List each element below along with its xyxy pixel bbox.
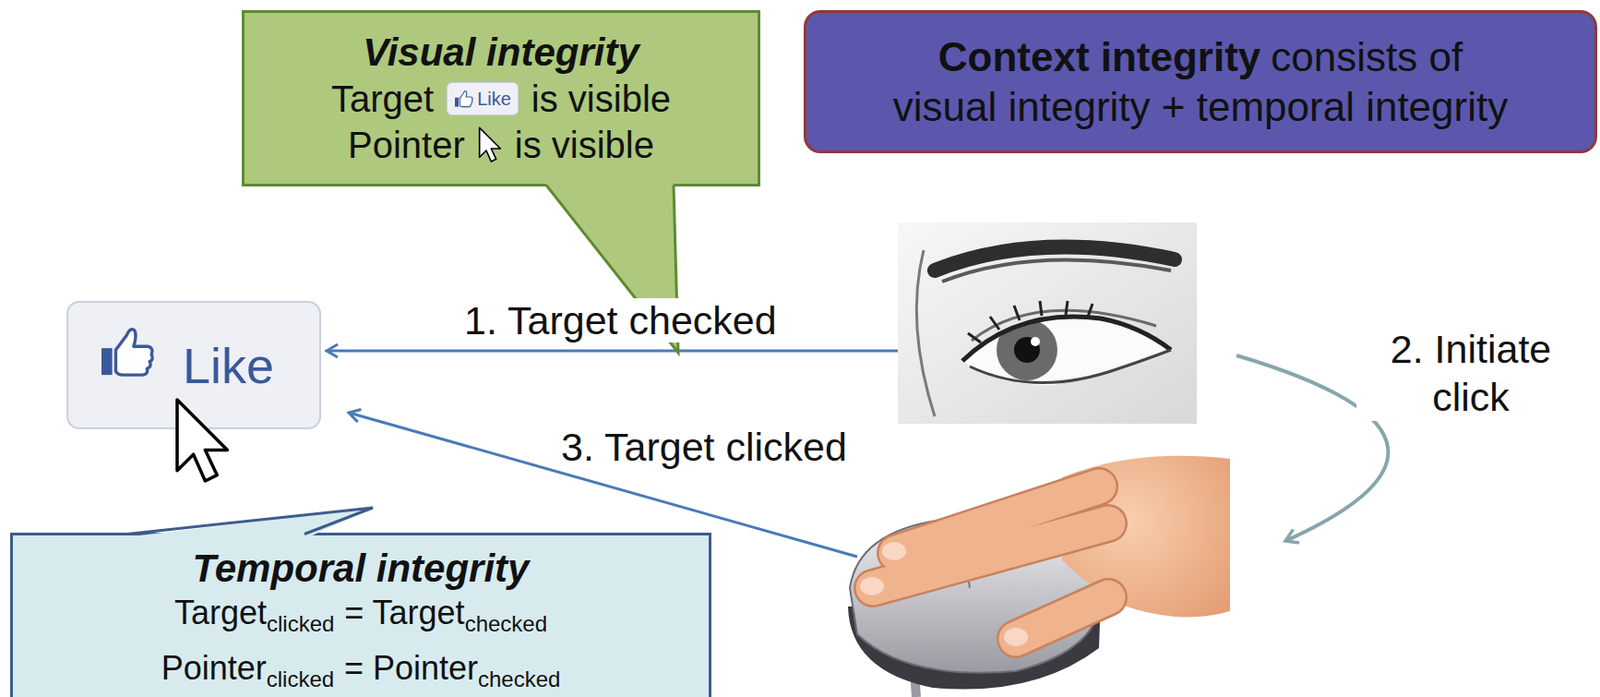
eyelashes bbox=[967, 300, 1093, 343]
eye-background bbox=[897, 222, 1197, 424]
like-icon: Like bbox=[446, 82, 519, 116]
callout-title: Temporal integrity bbox=[192, 546, 530, 591]
pointer-shape bbox=[177, 399, 227, 481]
pointer-shape bbox=[478, 127, 501, 162]
lower-eyelid bbox=[969, 349, 1171, 383]
arrow-label: 3. Target clicked bbox=[557, 424, 851, 469]
thumb-hand bbox=[459, 90, 473, 107]
callout-row: Pointer is visible bbox=[347, 121, 655, 168]
fingers bbox=[872, 486, 1109, 639]
callout-tail-edge bbox=[127, 507, 373, 535]
eye-white bbox=[962, 316, 1171, 385]
formula-subscript: checked bbox=[477, 666, 561, 692]
fingernail bbox=[882, 541, 907, 561]
finger-outline bbox=[872, 486, 1109, 639]
arrow-label: 1. Target checked bbox=[460, 298, 781, 343]
formula-text: = Target bbox=[344, 593, 465, 632]
thumbnail bbox=[1003, 627, 1028, 646]
callout-text: is visible bbox=[514, 121, 655, 168]
formula-text: = Pointer bbox=[344, 648, 478, 687]
thumb-cuff bbox=[101, 347, 113, 375]
like-button: Like bbox=[66, 300, 322, 430]
formula-row: Pointerclicked = Pointerchecked bbox=[161, 645, 562, 697]
arrow-label: 2. Initiate click bbox=[1356, 324, 1586, 421]
callout-tail-fill bbox=[123, 507, 373, 538]
box-text-bold: Context integrity bbox=[938, 34, 1262, 80]
callout-box: Visual integrityTargetLikeis visiblePoin… bbox=[241, 10, 761, 187]
callout-row: Target Like is visible bbox=[331, 75, 671, 122]
summary-box: Context integrityconsists of visual inte… bbox=[803, 10, 1598, 154]
fingernail bbox=[859, 576, 884, 596]
thumb-icon bbox=[101, 329, 153, 375]
callout-title: Visual integrity bbox=[362, 29, 640, 76]
mouse-pointer bbox=[177, 399, 227, 481]
eye-highlight bbox=[1030, 336, 1040, 347]
hand-on-mouse-illustration bbox=[847, 455, 1230, 697]
formula-subscript: clicked bbox=[266, 666, 335, 692]
pointer-icon bbox=[477, 126, 502, 164]
like-icon-text: Like bbox=[477, 87, 512, 110]
formula-subscript: checked bbox=[465, 610, 548, 636]
formula-text: Target bbox=[174, 593, 267, 632]
thumb-hand bbox=[115, 329, 153, 375]
check-arrow bbox=[326, 349, 898, 353]
callout-box: Temporal integrityTargetclicked= Targetc… bbox=[10, 532, 712, 697]
pupil bbox=[1014, 336, 1040, 363]
like-button-art bbox=[68, 302, 320, 488]
callout-text: is visible bbox=[531, 75, 671, 122]
eyebrow-sketch bbox=[942, 259, 1171, 282]
callout-text: Target bbox=[331, 75, 434, 122]
like-text: Like bbox=[68, 337, 302, 394]
formula-row: Targetclicked = Targetchecked bbox=[174, 590, 548, 646]
thumb-icon bbox=[453, 89, 475, 108]
box-text: Context integrityconsists of visual inte… bbox=[882, 32, 1519, 132]
formula-text: Pointer bbox=[161, 648, 267, 687]
callout-text: Pointer bbox=[347, 121, 466, 168]
eye-illustration bbox=[897, 222, 1197, 424]
formula-subscript: clicked bbox=[266, 610, 335, 636]
thumb-cuff bbox=[454, 96, 459, 107]
